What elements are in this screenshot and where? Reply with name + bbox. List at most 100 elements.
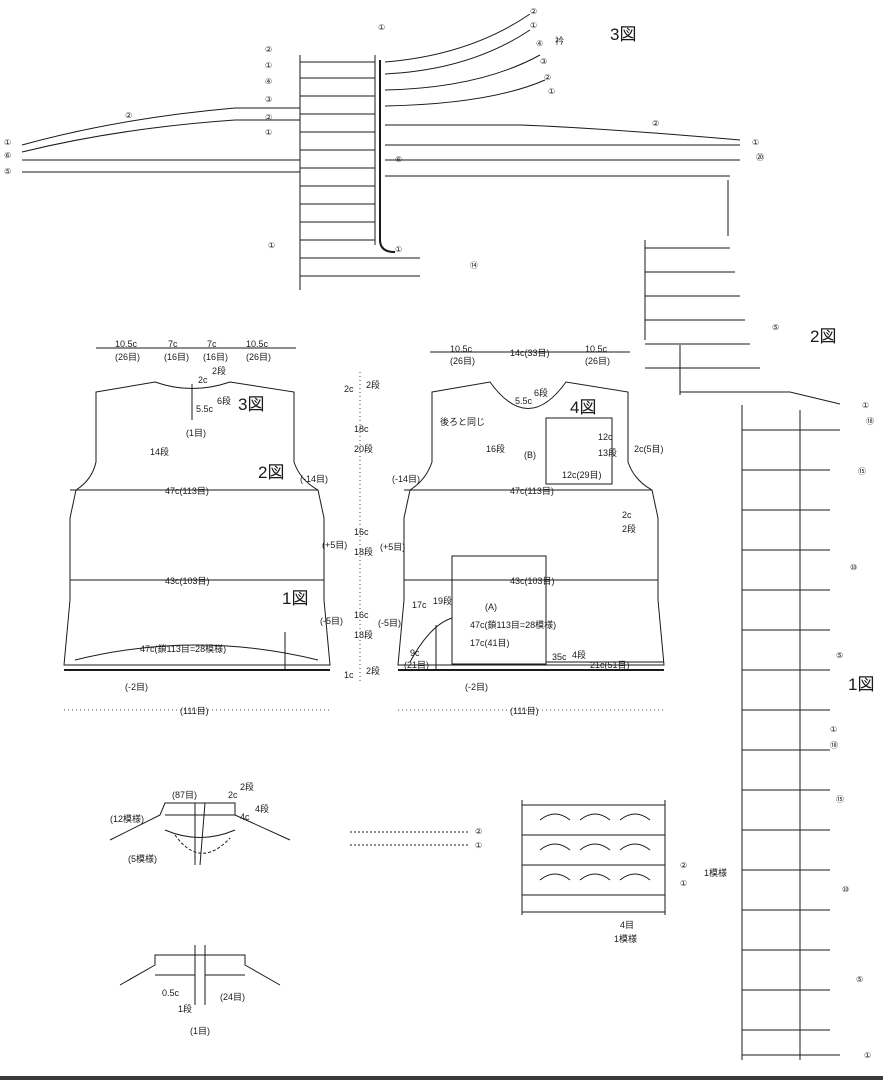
button-band-detail: 0.5c 1段 (24目) (1目)	[119, 945, 281, 1036]
bottom-count: (111目)	[180, 706, 209, 716]
stitch-repeat-sample: ② ① 1模様 4目 1模様	[521, 800, 727, 944]
yoke-center-panel	[299, 55, 420, 290]
row-num: ②	[652, 119, 659, 128]
front-body-outline	[397, 381, 665, 666]
dim-label: 10.5c	[246, 339, 269, 349]
back-body-outline	[63, 381, 331, 666]
row-num: ⑥	[395, 155, 402, 164]
row-num: ①	[548, 87, 555, 96]
armhole-label: 16段	[486, 443, 505, 454]
back-body-schematic: 10.5c (26目) 7c (16目) 7c (16目) 10.5c (26目…	[63, 339, 347, 716]
yoke-left-shoulder-rows	[21, 107, 300, 173]
fig1-label: 1図	[848, 675, 874, 694]
neck-label: 6段	[217, 395, 231, 406]
fig4-tag: 4図	[570, 398, 596, 417]
row-num: ①	[265, 128, 272, 137]
row-num: ⑤	[856, 975, 863, 984]
row-num: ③	[540, 57, 547, 66]
bottom-edge-bar	[0, 1076, 883, 1080]
dim-label: 14c(33目)	[510, 348, 550, 358]
band-dim: 1段	[178, 1003, 192, 1014]
collar-label: 衿	[555, 35, 564, 46]
width-label: 47c(113目)	[510, 486, 554, 496]
row-num: ②	[125, 111, 132, 120]
foundation-chain-sample: ② ①	[350, 827, 482, 850]
row-num: ①	[862, 401, 869, 410]
dim-label: 16c	[354, 527, 369, 537]
collar-dim: 4段	[255, 803, 269, 814]
pocket-a: (A) 17c 19段 17c(41目) 35c 4段 21c(51目) 9c …	[404, 555, 664, 670]
pocket-dim: 17c	[412, 600, 427, 610]
pocket-dim: 2c	[622, 510, 632, 520]
row-num: ①	[475, 841, 482, 850]
pocket-dim: 2段	[622, 523, 636, 534]
row-num: ①	[530, 21, 537, 30]
fig1-tag: 1図	[282, 589, 308, 608]
row-num: ②	[544, 73, 551, 82]
repeat-label: 1模様	[704, 867, 727, 878]
dim-label: 16c	[354, 610, 369, 620]
collar-dim: 2c	[228, 790, 238, 800]
side-mark: (-5目)	[320, 616, 343, 626]
row-num: ⑤	[4, 167, 11, 176]
pocket-dim: 13段	[598, 447, 617, 458]
pocket-dim: 12c	[598, 432, 613, 442]
slope-label: 14段	[150, 446, 169, 457]
dim-label: 1c	[344, 670, 354, 680]
dim-label: (26目)	[115, 352, 140, 362]
neck-label: 6段	[534, 387, 548, 398]
bottom-count: (111目)	[510, 706, 539, 716]
row-num: ⑤	[772, 323, 779, 332]
collar-dim: (87目)	[172, 790, 197, 800]
dim-label: 7c	[207, 339, 217, 349]
collar-dim: (5模様)	[128, 853, 157, 864]
row-num: ①	[268, 241, 275, 250]
row-num: ②	[680, 861, 687, 870]
dim-label: (26目)	[585, 356, 610, 366]
dim-label: (16目)	[164, 352, 189, 362]
row-num: ⑳	[756, 153, 764, 162]
row-num: ⑮	[858, 467, 866, 476]
pocket-dim: 21c(51目)	[590, 660, 630, 670]
row-num: ①	[378, 23, 385, 32]
row-num: ③	[265, 95, 272, 104]
row-num: ②	[530, 7, 537, 16]
neck-label: 2c	[198, 375, 208, 385]
collar-dim: 2段	[240, 781, 254, 792]
band-dim: (1目)	[190, 1026, 210, 1036]
pocket-dim: (21目)	[404, 660, 429, 670]
dim-label: 20段	[354, 443, 373, 454]
note-same-as-back: 後ろと同じ	[440, 416, 485, 427]
side-mark: (-2目)	[125, 682, 148, 692]
dim-label: (16目)	[203, 352, 228, 362]
neck-label: (1目)	[186, 428, 206, 438]
row-num: ②	[265, 45, 272, 54]
pocket-dim: 4段	[572, 649, 586, 660]
row-num: ①	[864, 1051, 871, 1060]
dim-label: (26目)	[450, 356, 475, 366]
row-num: ⑭	[470, 261, 478, 270]
row-num: ①	[680, 879, 687, 888]
width-label: 47c(鎖113目=28模様)	[470, 619, 556, 630]
dim-label: 2段	[366, 665, 380, 676]
fig2-tag: 2図	[258, 463, 284, 482]
pocket-label: (A)	[485, 602, 497, 612]
row-num: ⑥	[4, 151, 11, 160]
width-label: 47c(鎖113目=28模様)	[140, 643, 226, 654]
repeat-label: 4目	[620, 920, 634, 930]
width-label: 47c(113目)	[165, 486, 209, 496]
neck-label: 5.5c	[196, 404, 214, 414]
pocket-dim: 17c(41目)	[470, 638, 510, 648]
band-dim: 0.5c	[162, 988, 180, 998]
pocket-dim: 9c	[410, 648, 420, 658]
row-num: ⑱	[830, 741, 838, 750]
pocket-dim: 19段	[433, 595, 452, 606]
collar-dim: (12模様)	[110, 813, 144, 824]
row-num: ①	[265, 61, 272, 70]
repeat-label: 1模様	[614, 933, 637, 944]
dim-label: 10.5c	[585, 344, 608, 354]
row-num: ①	[395, 245, 402, 254]
dim-label: 2c	[344, 384, 354, 394]
dim-label: 10.5c	[450, 344, 473, 354]
